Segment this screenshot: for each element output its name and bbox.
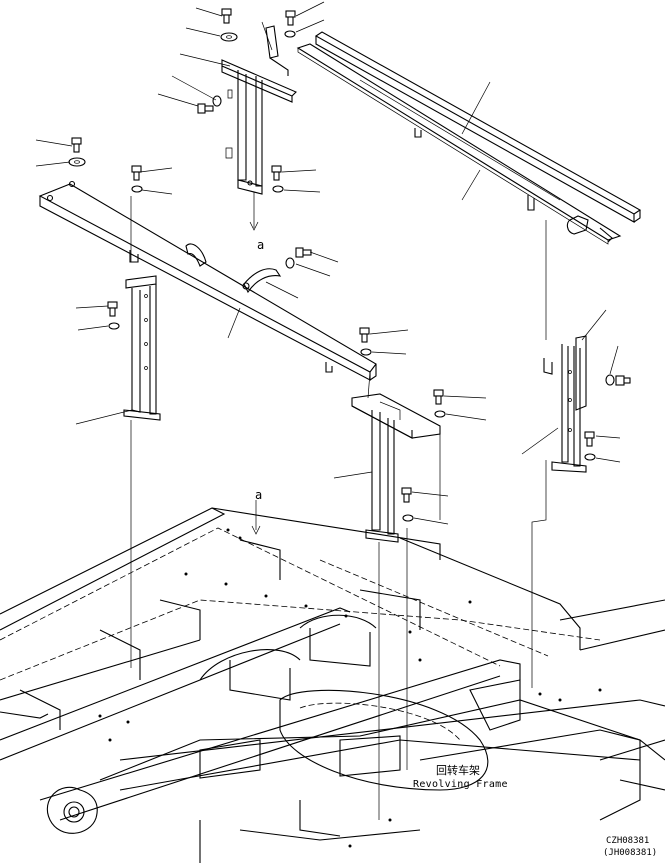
bolt: [584, 431, 595, 447]
bolt: [401, 487, 412, 503]
cross-beam: [38, 180, 377, 381]
assembly-lines: [130, 192, 547, 820]
bolt: [71, 137, 82, 153]
upper-right-rail: [296, 31, 642, 245]
washer: [402, 514, 414, 522]
bolt: [221, 8, 232, 24]
bolt: [197, 103, 214, 114]
fasteners: [68, 8, 631, 522]
frame-label-chinese: 回转车架: [436, 764, 480, 777]
washer: [131, 185, 143, 193]
drawing-code-primary: CZH08381: [606, 836, 650, 846]
center-post: [351, 393, 441, 543]
leader-lines: [35, 1, 621, 525]
drawing-code-secondary: (JH008381): [603, 848, 658, 858]
washer: [220, 32, 238, 42]
washer: [272, 185, 284, 193]
bolt: [359, 327, 370, 343]
washer: [212, 95, 222, 107]
washer: [285, 257, 295, 269]
callout-a-upper: a: [257, 238, 265, 252]
right-post: [543, 335, 587, 473]
bolt: [271, 165, 282, 181]
washer: [68, 157, 86, 167]
revolving-frame: [0, 507, 665, 863]
washer: [360, 348, 372, 356]
bolt: [433, 389, 444, 405]
bolt: [285, 10, 296, 26]
frame-rivets: [98, 528, 602, 848]
bolt: [131, 165, 142, 181]
bolt: [107, 301, 118, 317]
left-post: [123, 275, 161, 421]
washer: [284, 30, 296, 38]
bolt: [295, 247, 312, 258]
washer: [584, 453, 596, 461]
washer: [108, 322, 120, 330]
washer: [605, 374, 615, 386]
frame-label-english: Revolving Frame: [413, 779, 508, 790]
upper-bracket: [221, 25, 297, 195]
bolt: [615, 375, 631, 386]
callout-a-lower: a: [255, 488, 263, 502]
washer: [434, 410, 446, 418]
